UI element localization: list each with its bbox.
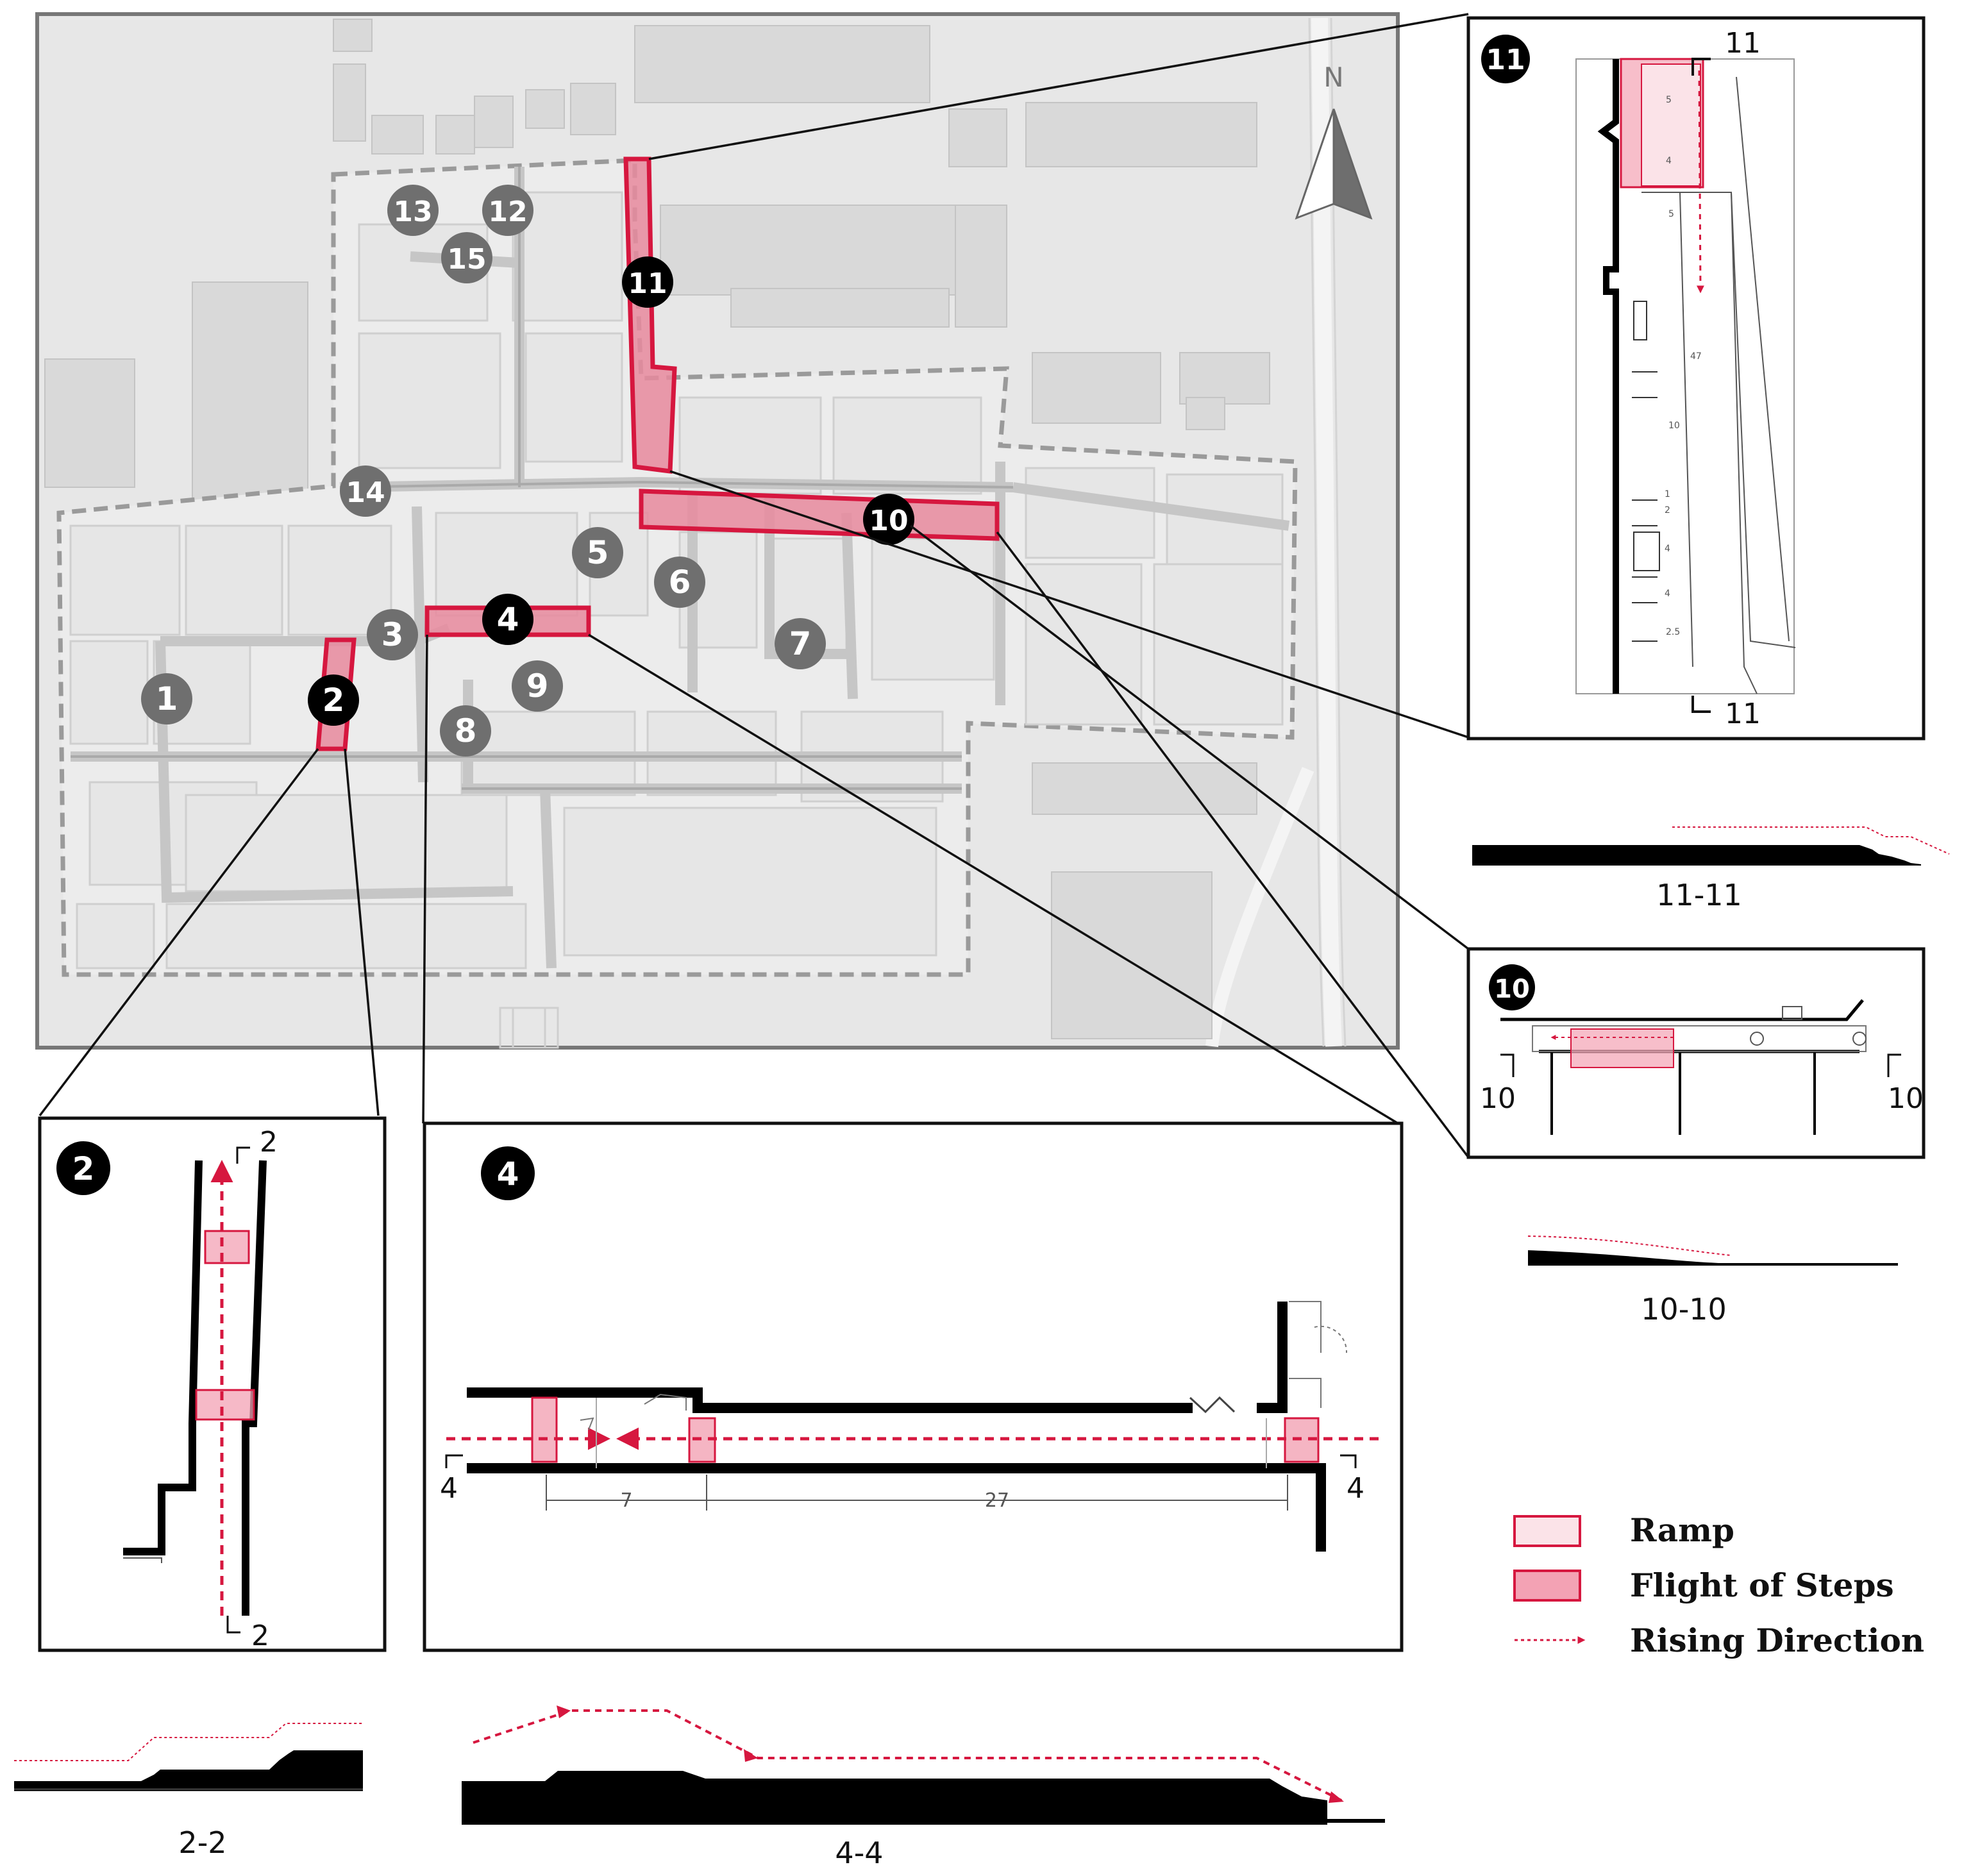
detail-4-badge-label: 4 (497, 1155, 519, 1193)
map-marker-circle (622, 256, 673, 308)
detail-2-cut-top: 2 (260, 1126, 278, 1159)
detail-11-dim: 1 (1665, 489, 1670, 499)
map-marker-11: 11 (622, 256, 673, 308)
map-marker-circle (512, 660, 563, 712)
map-marker-label: 12 (488, 196, 527, 228)
map-marker-circle (387, 185, 439, 236)
leader-lines (38, 13, 1470, 1159)
detail-2-cut-bottom: 2 (251, 1620, 269, 1652)
profile-10-10-label: 10-10 (1641, 1292, 1727, 1327)
detail-11-dim: 10 (1668, 421, 1680, 431)
map-marker-label: 1 (156, 680, 178, 717)
map-marker-4: 4 (482, 594, 533, 645)
detail-4-cut-left: 4 (440, 1472, 458, 1505)
detail-11-dim: 5 (1666, 95, 1672, 105)
legend: Ramp Flight of Steps Rising Direction (1513, 1511, 1924, 1659)
detail-4-badge (481, 1146, 535, 1200)
detail-11-badge (1481, 35, 1530, 83)
legend-steps-label: Flight of Steps (1630, 1566, 1894, 1604)
map-marker-15: 15 (441, 232, 492, 283)
map-marker-label: 6 (669, 564, 691, 601)
map-marker-7: 7 (775, 618, 826, 669)
map-marker-label: 5 (587, 534, 609, 571)
profile-4-4-label: 4-4 (835, 1836, 883, 1870)
detail-10-badge (1489, 964, 1535, 1010)
legend-arrow-label: Rising Direction (1630, 1621, 1924, 1659)
detail-11-cut-bottom: 11 (1725, 698, 1761, 730)
profile-2-2-label: 2-2 (178, 1825, 226, 1860)
district-buildings (69, 191, 1284, 969)
detail-10-badge-label: 10 (1494, 975, 1530, 1004)
map-marker-circle (775, 618, 826, 669)
context-buildings (44, 19, 1270, 1039)
map-marker-3: 3 (367, 609, 418, 660)
map-marker-label: 10 (869, 505, 908, 537)
map-marker-circle (441, 232, 492, 283)
map-marker-circle (308, 674, 359, 726)
detail-11-dim: 2.5 (1666, 627, 1680, 637)
map-marker-9: 9 (512, 660, 563, 712)
detail-2-badge (56, 1141, 110, 1195)
map-marker-8: 8 (440, 705, 491, 757)
map-marker-circle (482, 594, 533, 645)
map-marker-6: 6 (654, 557, 705, 608)
detail-10-cut-right: 10 (1888, 1082, 1924, 1115)
detail-11-dim: 4 (1666, 156, 1672, 166)
detail-2: 2 2 2 (38, 1116, 387, 1652)
map-marker-label: 9 (526, 667, 549, 705)
detail-4: 4 7 27 4 4 (423, 1121, 1404, 1652)
map-marker-circle (440, 705, 491, 757)
detail-11-dim: 4 (1665, 544, 1670, 554)
profile-4-4: 4-4 (462, 1705, 1385, 1870)
detail-2-badge-label: 2 (72, 1150, 95, 1187)
detail-10: 10 10 10 (1466, 947, 1926, 1159)
north-label: N (1323, 62, 1343, 93)
north-arrow: N (1295, 62, 1373, 220)
profile-11-11: 11-11 (1472, 826, 1950, 912)
map-marker-2: 2 (308, 674, 359, 726)
detail-11: 11 5 4 5 47 10 1 2 4 4 2.5 11 11 (1466, 16, 1926, 741)
detail-11-dim: 2 (1665, 505, 1670, 515)
detail-10-cut-left: 10 (1480, 1082, 1516, 1115)
map-marker-label: 8 (455, 712, 477, 750)
map-marker-5: 5 (572, 527, 623, 578)
map-marker-label: 14 (346, 476, 385, 509)
legend-ramp-swatch (1513, 1515, 1581, 1547)
detail-4-cut-right: 4 (1347, 1472, 1364, 1505)
map-marker-label: 7 (789, 625, 812, 662)
map-marker-label: 2 (323, 682, 345, 719)
map-marker-label: 13 (393, 196, 432, 228)
detail-11-cut-top: 11 (1725, 27, 1761, 60)
map-marker-circle (367, 609, 418, 660)
map-marker-circle (654, 557, 705, 608)
map-marker-circle (141, 673, 192, 724)
map-marker-label: 15 (447, 243, 486, 276)
detail-11-badge-label: 11 (1486, 44, 1525, 76)
map-marker-14: 14 (340, 465, 391, 517)
profile-2-2: 2-2 (14, 1723, 363, 1860)
map-marker-12: 12 (482, 185, 533, 236)
map-marker-circle (572, 527, 623, 578)
map-marker-circle (340, 465, 391, 517)
map-marker-label: 11 (628, 267, 667, 300)
map-marker-circle (482, 185, 533, 236)
detail-4-dim-1: 27 (985, 1489, 1009, 1512)
detail-11-dim: 5 (1668, 209, 1674, 219)
map-marker-label: 3 (382, 616, 404, 653)
legend-steps-swatch (1513, 1570, 1581, 1602)
detail-11-dim: 47 (1690, 351, 1702, 362)
map-marker-13: 13 (387, 185, 439, 236)
detail-4-dim-0: 7 (620, 1489, 632, 1512)
map-marker-10: 10 (863, 494, 914, 545)
profile-10-10: 10-10 (1527, 1235, 1898, 1327)
map-marker-1: 1 (141, 673, 192, 724)
legend-ramp-label: Ramp (1630, 1511, 1734, 1549)
map-marker-label: 4 (497, 601, 519, 638)
map-marker-circle (863, 494, 914, 545)
profile-11-11-label: 11-11 (1656, 878, 1742, 912)
detail-11-dim: 4 (1665, 589, 1670, 599)
